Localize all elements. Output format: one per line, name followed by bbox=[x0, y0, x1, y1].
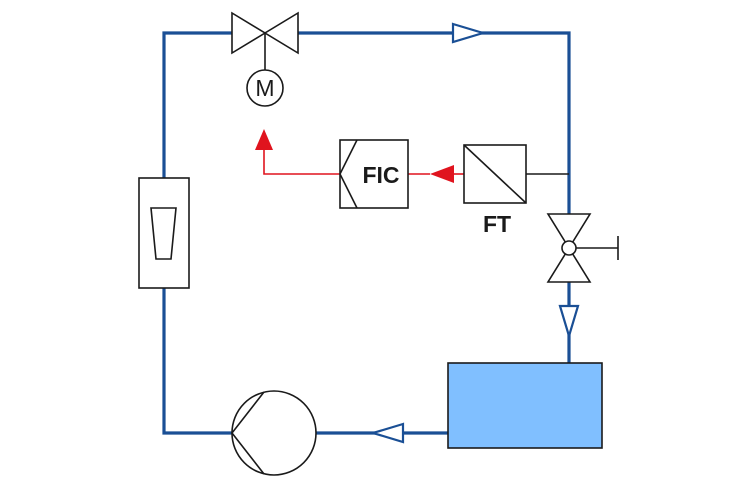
flow-arrow-icon bbox=[451, 22, 487, 44]
pipe-left-bottom bbox=[162, 288, 232, 435]
centrifugal-pump-icon bbox=[230, 390, 317, 476]
manual-valve-icon bbox=[546, 213, 619, 283]
process-pipes bbox=[162, 31, 571, 435]
signal-arrow-icon bbox=[430, 165, 454, 183]
control-signal-lines bbox=[255, 129, 464, 183]
motor-operated-valve-icon bbox=[231, 11, 299, 70]
pipe-left-top bbox=[162, 31, 232, 178]
flow-transmitter bbox=[463, 144, 569, 204]
flow-indicating-controller: FIC bbox=[339, 139, 409, 209]
motor-label: M bbox=[255, 75, 274, 101]
fic-label: FIC bbox=[362, 162, 399, 188]
ft-label: FT bbox=[483, 211, 511, 237]
flow-arrow-icon bbox=[369, 422, 405, 444]
tank-icon bbox=[447, 362, 603, 449]
flow-arrow-icon bbox=[558, 304, 580, 340]
pipe-top-right bbox=[298, 31, 571, 214]
rotameter-icon bbox=[138, 177, 190, 289]
motor-actuator: M bbox=[246, 69, 284, 107]
signal-arrow-icon bbox=[255, 129, 273, 150]
